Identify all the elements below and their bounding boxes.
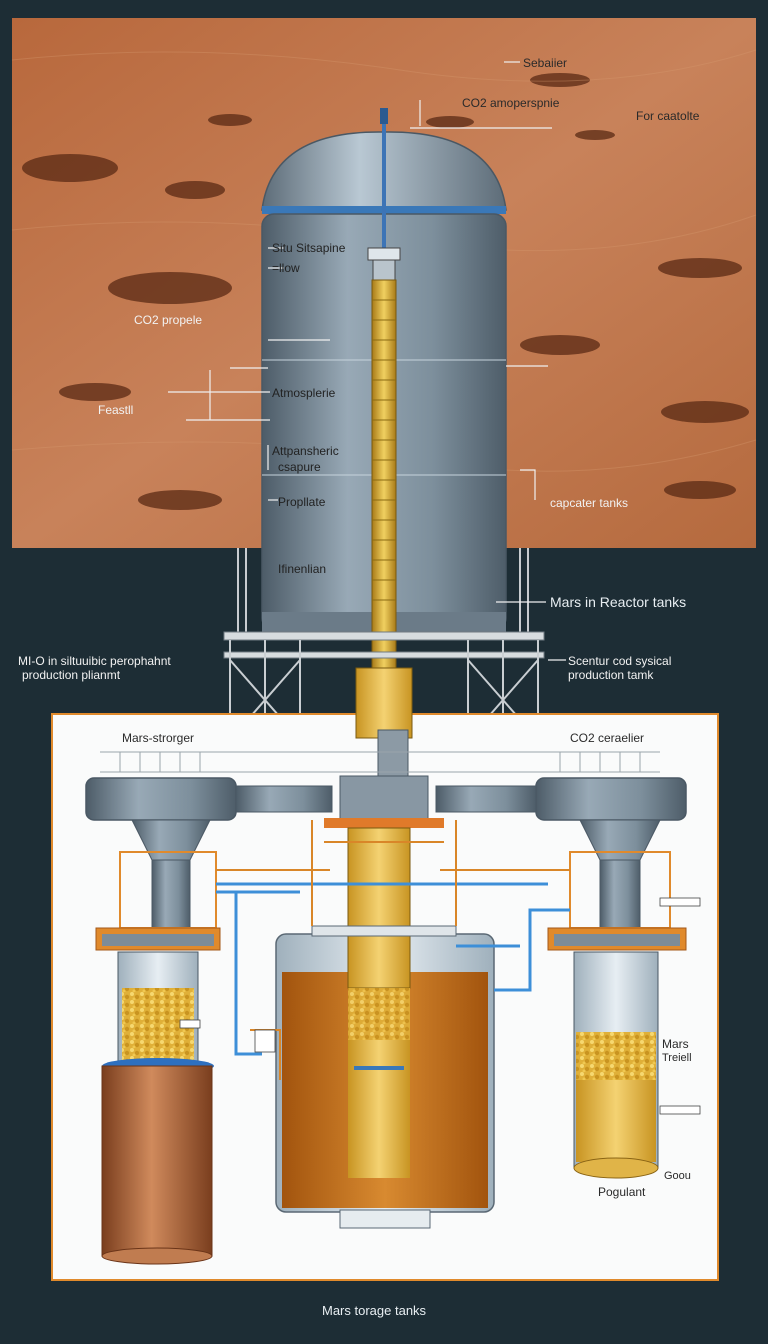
label-csapure: csapure <box>278 460 321 474</box>
instrument-blocks <box>179 897 701 1115</box>
leader-lines <box>168 61 566 661</box>
label-left-plant-line2: production plianmt <box>22 668 121 682</box>
label-situ-sitsapine: Situ Sitsapine <box>272 241 346 255</box>
central-column <box>371 279 397 741</box>
blue-piping <box>216 882 570 1056</box>
label-mars-strorger: Mars-strorger <box>122 731 195 745</box>
label-co2-atmosphere: CO2 amoperspnie <box>462 96 560 110</box>
label-atmosplerie: Atmosplerie <box>272 386 336 400</box>
label-left-plant-line1: MI-O in siltuuibic perophahnt <box>18 654 171 668</box>
bottom-caption: Mars torage tanks <box>322 1303 427 1318</box>
label-goou: Goou <box>664 1170 691 1182</box>
label-mars: Mars <box>662 1037 689 1051</box>
label-ifinenlian: Ifinenlian <box>278 562 327 576</box>
label-reactor-tanks: Mars in Reactor tanks <box>550 594 687 610</box>
label-propllate: Propllate <box>278 495 326 509</box>
label-co2-ceraelier: CO2 ceraelier <box>570 731 645 745</box>
label-pogulant: Pogulant <box>598 1185 646 1199</box>
label-for-caatolte: For caatolte <box>636 109 700 123</box>
central-reactor-vessel <box>275 827 495 1229</box>
railings <box>100 751 660 773</box>
label-treiell: Treiell <box>662 1052 692 1064</box>
right-storage-unit <box>547 819 687 1179</box>
label-right-plant-line1: Scentur cod sysical <box>568 654 672 668</box>
support-legs <box>237 548 529 640</box>
label-llow: =llow <box>272 261 300 275</box>
header-drums <box>85 775 687 828</box>
orange-piping <box>216 820 570 1080</box>
label-capcater-tanks: capcater tanks <box>550 496 629 510</box>
label-co2-propele: CO2 propele <box>134 313 203 327</box>
label-feastll: Feastll <box>98 403 134 417</box>
label-right-plant-line2: production tamk <box>568 668 654 682</box>
label-attpansheric: Attpansheric <box>272 444 339 458</box>
left-storage-unit <box>95 819 221 1265</box>
label-sebaiier: Sebaiier <box>523 56 568 70</box>
